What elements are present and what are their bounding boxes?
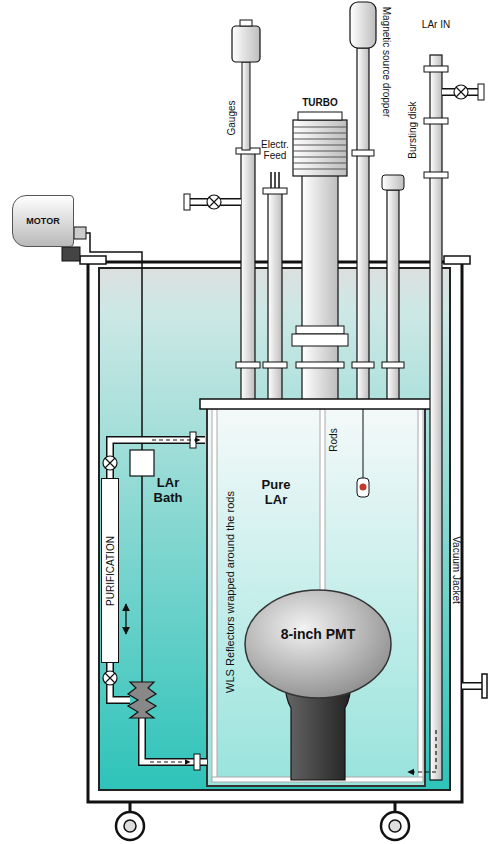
gauge-label: Gauges	[226, 100, 237, 135]
pmt-outline	[243, 588, 393, 783]
fill-line-rect	[424, 118, 448, 124]
dewar-circle	[389, 820, 401, 832]
inner-vessel-rect	[320, 409, 325, 591]
turbo-pump-rect	[296, 362, 344, 368]
source-dropper-rect	[357, 478, 369, 497]
recirculation-rect	[130, 450, 154, 476]
feedthrough-rect	[263, 362, 287, 368]
pmt-bulb: 8-inch PMT	[243, 588, 393, 783]
recirculation-line	[125, 604, 126, 634]
bursting-disk-line-rect	[382, 175, 404, 190]
recirculation-circle	[103, 456, 117, 470]
recirculation-rect	[194, 754, 200, 770]
turbo-pump-rect	[298, 112, 342, 120]
gauge-line	[184, 20, 260, 400]
recirculation-circle	[103, 671, 117, 685]
inner-vessel	[207, 408, 425, 786]
dewar-circle	[116, 812, 144, 840]
feedthrough-label: Electr. Feed	[255, 139, 295, 161]
recirculation-path	[105, 673, 115, 683]
fill-label: LAr IN	[416, 19, 456, 30]
feedthrough-rect	[263, 188, 287, 194]
bursting-disk-line-rect	[382, 362, 404, 368]
motor-box: MOTOR	[12, 195, 74, 247]
dewar-rect	[482, 674, 487, 698]
recirculation-rect	[74, 227, 86, 239]
gauge-line-rect	[232, 26, 260, 62]
purification-column: PURIFICATION	[101, 478, 119, 663]
inner-vessel-rect	[207, 408, 425, 786]
dewar-path	[462, 682, 482, 690]
source-dropper-rect	[357, 48, 369, 400]
rods-label: Rods	[328, 428, 339, 451]
gauge-line-rect	[236, 362, 260, 368]
dewar-circle	[381, 812, 409, 840]
bursting-disk-label: Bursting disk	[407, 101, 418, 158]
inner-flange	[200, 399, 432, 409]
inner-vessel-rect	[418, 409, 423, 781]
turbo-pump-path	[293, 127, 347, 169]
dewar-rect	[444, 256, 470, 264]
fill-line-path	[456, 87, 466, 97]
dewar-rect	[80, 256, 106, 264]
inner-vessel-rect	[212, 409, 217, 781]
recirculation-path	[152, 440, 200, 441]
bath-label: LAr Bath	[143, 475, 193, 505]
jacket-label: Vacuum Jacket	[451, 536, 462, 604]
recirculation-polygon	[128, 682, 156, 718]
source-dropper-circle	[360, 484, 367, 491]
source-dropper-line	[363, 409, 364, 478]
recirculation	[62, 227, 207, 770]
pure-lar-label: Pure LAr	[251, 477, 301, 507]
node-text: 8-inch PMT	[281, 626, 356, 642]
dewar-circle	[124, 820, 136, 832]
source-dropper-rect	[352, 362, 374, 368]
turbo-pump-rect	[293, 120, 347, 176]
feedthrough-path	[271, 172, 279, 188]
fill-line-path	[408, 730, 436, 772]
node-text: MOTOR	[26, 216, 59, 226]
turbo-pump-rect	[296, 326, 344, 334]
feedthrough	[263, 172, 287, 400]
turbo-pump	[292, 112, 348, 400]
wls-label: WLS Reflectors wrapped around the rods	[224, 491, 236, 693]
turbo-pump-rect	[292, 334, 348, 346]
feedthrough-rect	[268, 192, 282, 400]
dewar	[80, 256, 487, 840]
recirculation-path	[105, 458, 115, 468]
turbo-label: TURBO	[302, 97, 338, 108]
fill-line-rect	[424, 172, 448, 178]
fill-line	[408, 55, 484, 780]
bursting-disk-line	[382, 175, 404, 400]
node-text: PURIFICATION	[105, 536, 116, 606]
recirculation-path	[150, 762, 190, 763]
dewar-path	[462, 684, 482, 689]
source-dropper-rect	[352, 150, 374, 156]
gauge-line-rect	[184, 194, 190, 210]
gauge-line-circle	[207, 195, 221, 209]
dropper-label: Magnetic source dropper	[381, 7, 392, 118]
gauge-line-rect	[242, 62, 250, 150]
source-dropper-rect	[350, 2, 376, 48]
gauge-line-rect	[240, 20, 252, 26]
fill-line-rect	[430, 55, 442, 780]
source-dropper	[350, 2, 376, 497]
inner-flange-rect	[200, 399, 432, 409]
gauge-line-path	[209, 197, 219, 207]
fill-line-rect	[424, 66, 448, 72]
recirculation-rect	[62, 247, 80, 261]
fill-line-rect	[478, 84, 484, 100]
fill-line-circle	[454, 85, 468, 99]
